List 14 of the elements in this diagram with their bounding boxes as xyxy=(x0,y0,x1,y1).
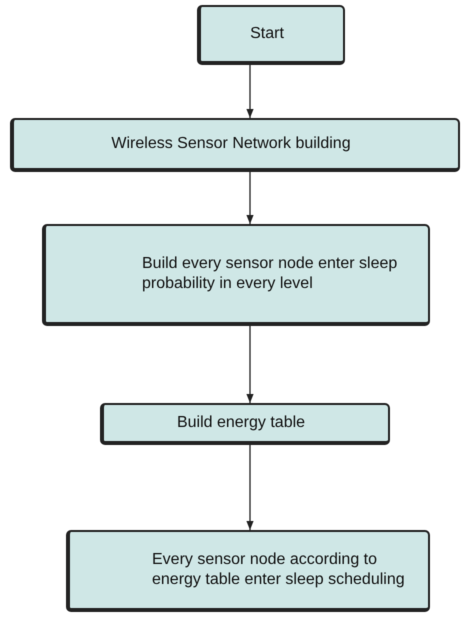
process-box xyxy=(100,403,390,445)
arrow xyxy=(246,326,254,403)
process-box xyxy=(42,224,430,326)
box-label: Build energy table xyxy=(176,413,306,433)
arrow xyxy=(246,65,254,118)
process-box xyxy=(10,118,460,172)
arrow xyxy=(246,172,254,224)
box-label: Wireless Sensor Network building xyxy=(111,134,351,154)
process-box xyxy=(197,5,345,65)
process-box xyxy=(66,530,430,612)
box-label: Start xyxy=(250,24,284,44)
box-label: Every sensor node according to energy table enter sleep scheduling xyxy=(152,550,406,590)
arrow xyxy=(246,445,254,530)
box-label: Build every sensor node enter sleep probability in every level xyxy=(142,254,398,294)
